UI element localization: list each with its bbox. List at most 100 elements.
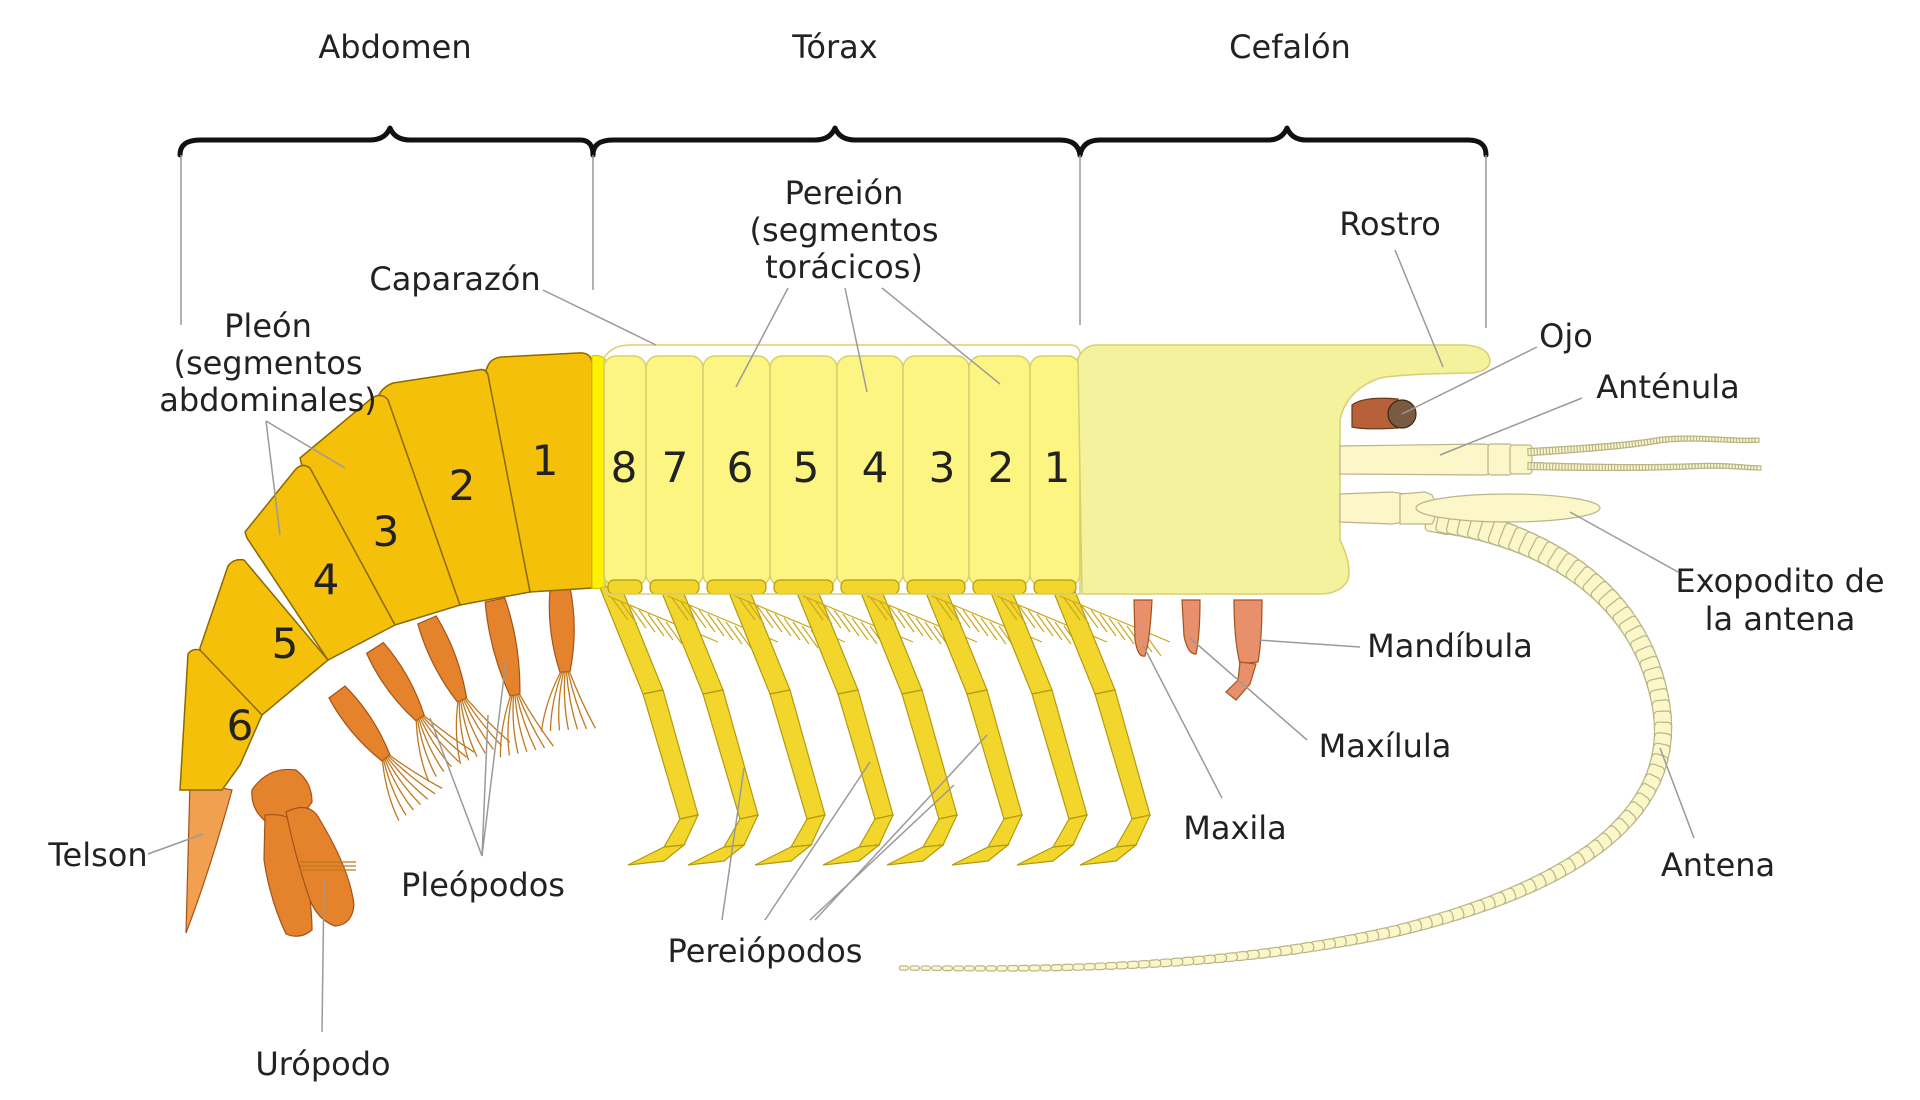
pereiopod-seta [611,597,629,621]
pereiopod-carpus [986,814,1024,848]
antenna-segment [920,965,932,971]
pereiopod-merus [1094,689,1151,820]
pereiopod-seta [879,601,897,625]
antenna-segment [1071,963,1085,971]
pereiopod-merus [702,689,759,820]
pereiopod-carpus [1114,814,1152,848]
antenna-segment [985,965,997,972]
pereiopod-basis [858,583,923,695]
abdominal-segment-number: 5 [272,619,299,668]
pleopod-shaft [417,615,468,703]
pereiopod-dactyl [951,844,1010,866]
antennule-peduncle [1339,443,1491,476]
antenna-flagellum [898,500,1673,972]
pleopod-shaft [548,586,575,673]
pereiopod-dactyl [1016,844,1075,866]
pleopod-seta [549,671,563,731]
pleopod-setae [540,671,596,732]
pleopod-seta [499,695,512,758]
pleopod-seta [381,760,400,821]
antenna-segment [898,965,910,971]
thorax-segments [591,344,1081,595]
pleopod-seta [518,693,554,747]
pereiopod [794,583,914,866]
label-pereion-2: (segmentos [749,211,938,249]
carapace-outline [603,344,1081,595]
pleopod-seta [507,695,513,756]
pleopodos-leader [481,714,489,857]
label-antena: Antena [1661,846,1775,884]
pereiopod-merus [901,689,958,820]
pereiopod-seta [783,617,801,641]
pleopod-shaft [328,685,391,762]
pereiopod-seta [971,613,989,637]
maxilula-leader [1189,637,1308,741]
pleopod-seta [540,671,562,732]
antena-leader [1659,747,1695,839]
label-caparazon: Caparazón [369,260,540,298]
pereiopod-seta [1081,605,1099,629]
label-mandibula: Mandíbula [1367,627,1533,665]
thoracic-segment-number: 3 [929,443,956,492]
label-exopodito-2: la antena [1705,600,1856,638]
pereiopod-seta [851,617,869,641]
thoracic-segment-number: 7 [662,443,689,492]
pereiopod-seta [671,597,689,621]
pereiopod-seta [1000,597,1018,621]
pleopod-seta [419,717,452,768]
pereiopod-seta [716,617,734,641]
pereiopod-basis [659,583,724,695]
pereiopod-seta [734,625,752,649]
pleopod-seta [567,671,588,730]
abdominal-segment-5 [199,558,330,717]
antenna-segment [1028,964,1041,972]
pereiopod-dactyl [822,844,881,866]
telson-leader [147,833,204,855]
abdomen-brace [177,125,596,158]
label-telson: Telson [47,836,147,874]
pleopod [540,586,596,732]
pereiopod-basis [988,583,1053,695]
pereiopod-merus [1031,689,1088,820]
antenula-leader [1439,397,1583,456]
pereiopod-seta [774,613,792,637]
antenna-segment [1039,964,1052,972]
pereiopod [599,583,719,866]
thoracic-segment-number: 6 [727,443,754,492]
pereiopod-seta [1063,597,1081,621]
pereiopod-basis [794,583,859,695]
pereiopod-seta [1054,621,1072,645]
pereiopod-seta [1090,609,1108,633]
thorax-brace [590,125,1083,158]
pleopod-seta [517,694,546,749]
pleopodos-leader [429,717,483,857]
pereiopod-coxa [840,579,900,595]
antennule-peduncle-segment [1509,444,1533,475]
pereiopod-seta [824,605,842,629]
pereiopod-dactyl [754,844,813,866]
label-maxila: Maxila [1183,809,1287,847]
pereiopod-carpus [921,814,959,848]
pleopod-seta [389,754,443,790]
pleopod-seta [422,715,467,758]
pereiopod-seta [888,605,906,629]
pereiopod-coxa [773,579,834,595]
pereiopod-seta [689,605,707,629]
pleopod-seta [386,756,429,800]
label-pleon-3: abdominales) [159,381,377,419]
pereiopod-seta [647,613,665,637]
antenna-segment [1082,962,1096,971]
pereiopodos-leader [814,734,988,921]
pereiopod-merus [837,689,894,820]
label-maxilula: Maxílula [1319,727,1452,765]
antennule-peduncle-segment [1487,443,1513,476]
pleopod-seta [415,720,430,782]
pereiopod-seta [1099,613,1117,637]
antenna-segment [1104,961,1118,970]
pereiopod-seta [906,613,924,637]
telson-shape [185,781,233,934]
pereiopod-seta [747,601,765,625]
pleopod [484,597,554,758]
